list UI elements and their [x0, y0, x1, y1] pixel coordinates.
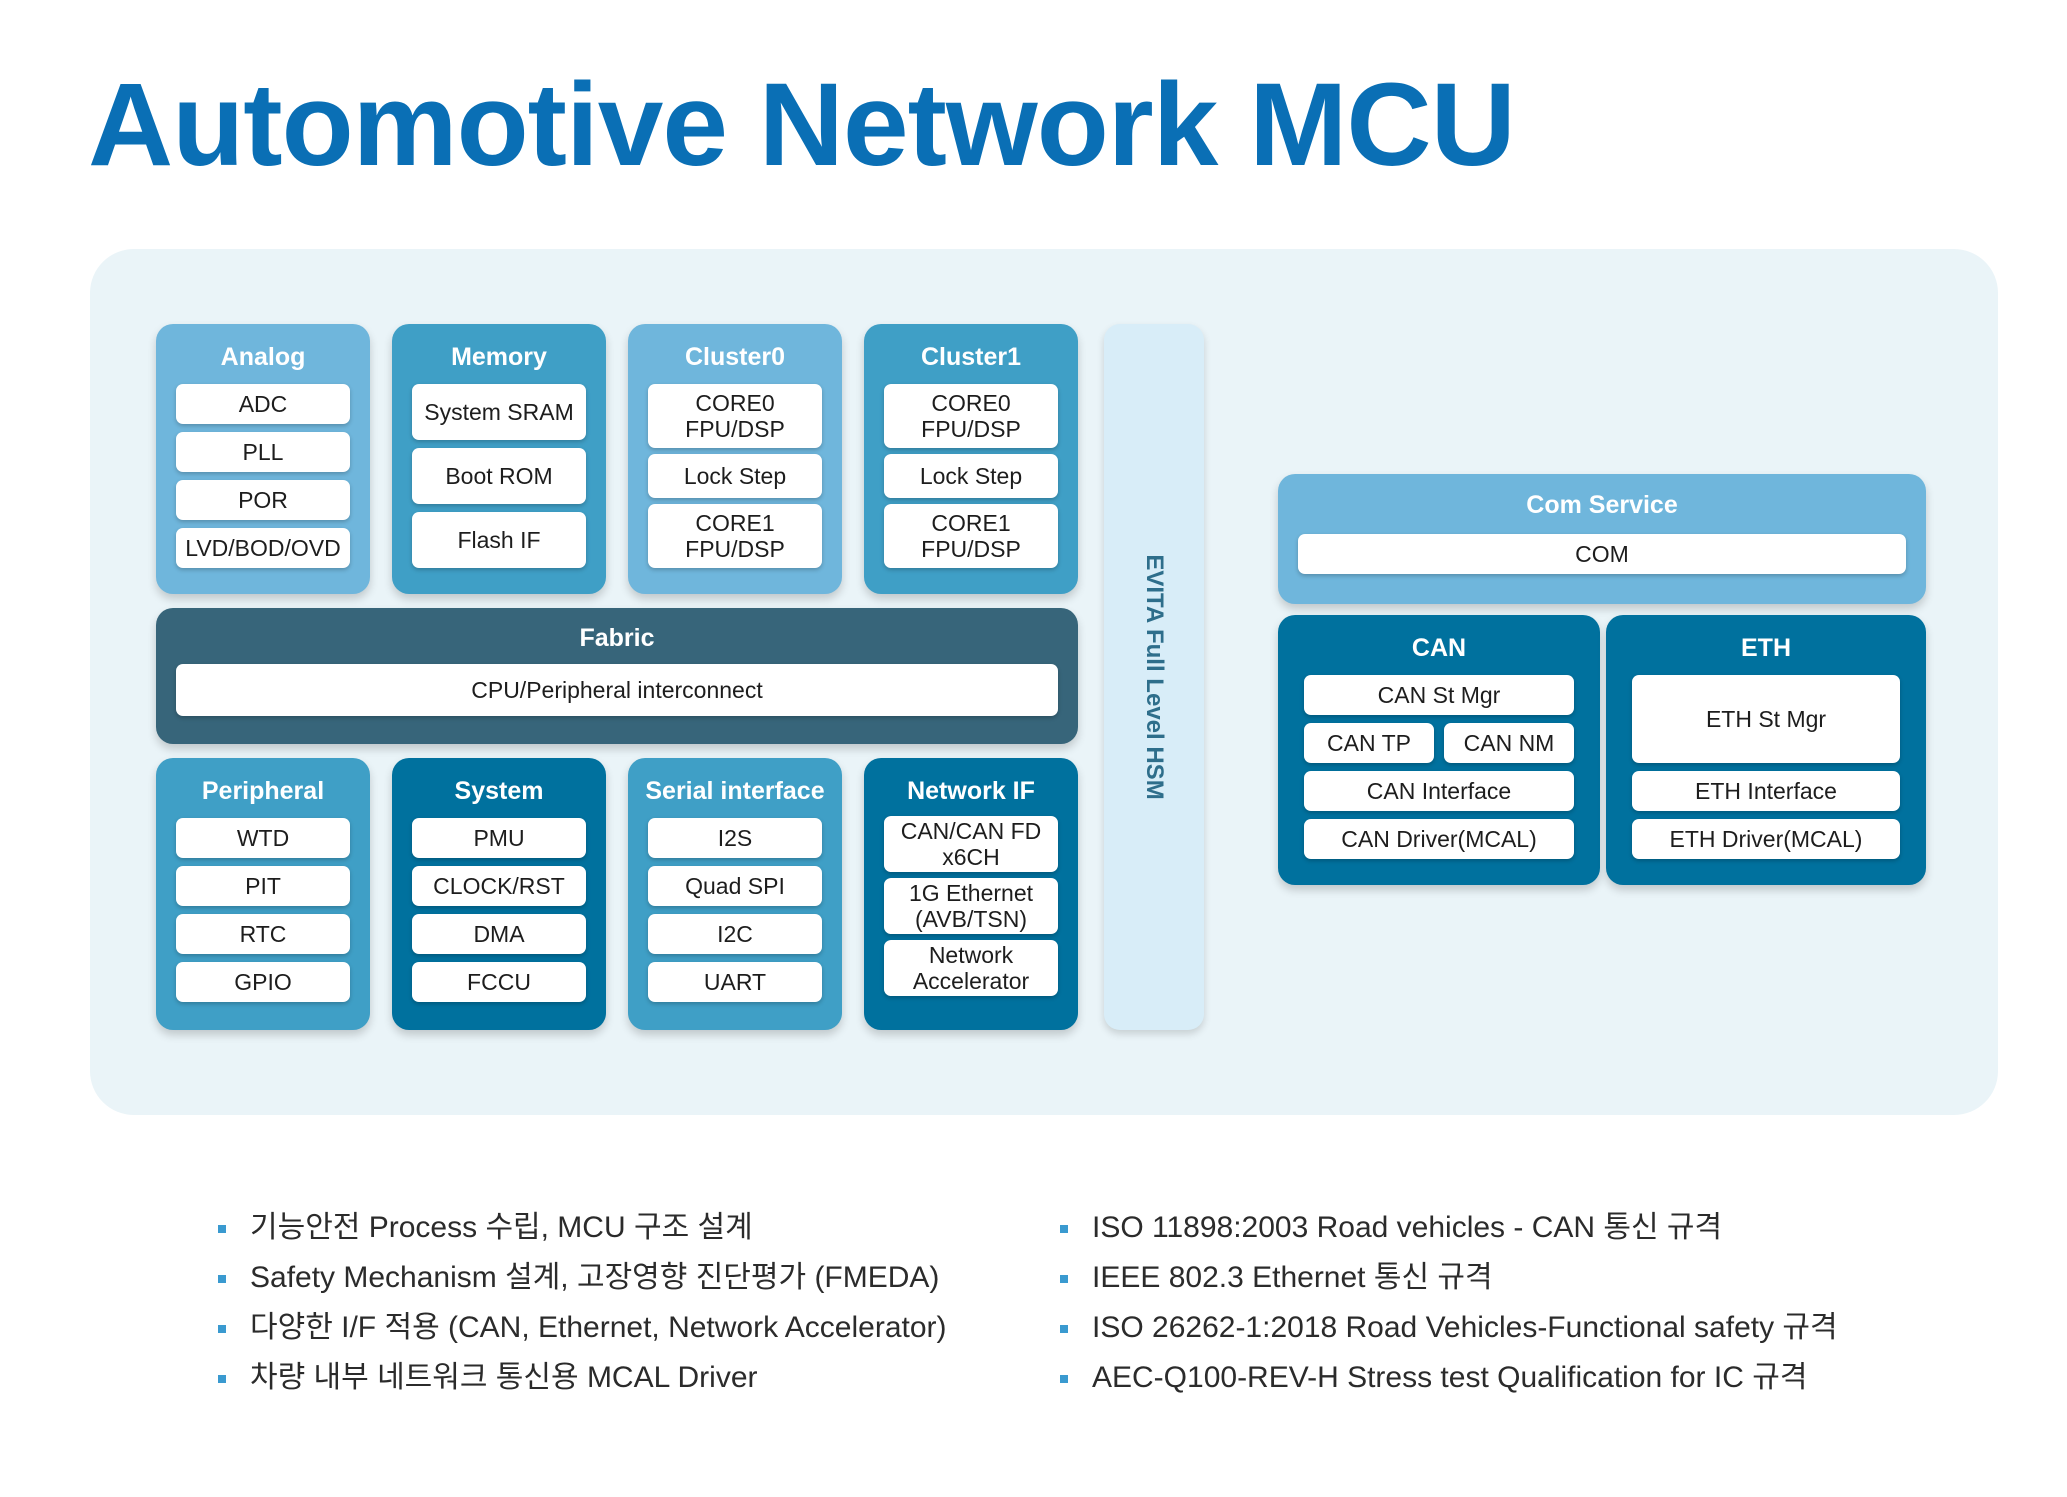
peripheral-block: Peripheral WTD PIT RTC GPIO	[156, 758, 370, 1030]
can-nm-chip: CAN NM	[1444, 723, 1574, 763]
cluster1-lock-step-chip: Lock Step	[884, 454, 1058, 498]
can-driver-mcal-chip: CAN Driver(MCAL)	[1304, 819, 1574, 859]
flash-if-chip: Flash IF	[412, 512, 586, 568]
system-block: System PMU CLOCK/RST DMA FCCU	[392, 758, 606, 1030]
com-chip: COM	[1298, 534, 1906, 574]
analog-title: Analog	[220, 342, 306, 371]
gpio-chip: GPIO	[176, 962, 350, 1002]
wtd-chip: WTD	[176, 818, 350, 858]
rtc-chip: RTC	[176, 914, 350, 954]
eth-st-mgr-chip: ETH St Mgr	[1632, 675, 1900, 763]
bullet-icon	[218, 1325, 226, 1333]
lvd-bod-ovd-chip: LVD/BOD/OVD	[176, 528, 350, 568]
com-service-block: Com Service COM	[1278, 474, 1926, 604]
bullet-icon	[218, 1375, 226, 1383]
pit-chip: PIT	[176, 866, 350, 906]
serial-interface-block: Serial interface I2S Quad SPI I2C UART	[628, 758, 842, 1030]
standards-list-right: ISO 11898:2003 Road vehicles - CAN 통신 규격…	[1060, 1203, 1838, 1403]
uart-chip: UART	[648, 962, 822, 1002]
can-block: CAN CAN St Mgr CAN TP CAN NM CAN Interfa…	[1278, 615, 1600, 885]
cluster1-title: Cluster1	[920, 342, 1022, 371]
bullet-icon	[1060, 1275, 1068, 1283]
eth-driver-mcal-chip: ETH Driver(MCAL)	[1632, 819, 1900, 859]
cluster0-core0-chip: CORE0 FPU/DSP	[648, 384, 822, 448]
network-if-title: Network IF	[907, 776, 1035, 805]
system-sram-chip: System SRAM	[412, 384, 586, 440]
por-chip: POR	[176, 480, 350, 520]
memory-title: Memory	[451, 342, 547, 371]
boot-rom-chip: Boot ROM	[412, 448, 586, 504]
can-tp-chip: CAN TP	[1304, 723, 1434, 763]
can-title: CAN	[1411, 633, 1467, 662]
can-st-mgr-chip: CAN St Mgr	[1304, 675, 1574, 715]
cluster1-core1-chip: CORE1 FPU/DSP	[884, 504, 1058, 568]
cluster1-block: Cluster1 CORE0 FPU/DSP Lock Step CORE1 F…	[864, 324, 1078, 594]
network-accelerator-chip: Network Accelerator	[884, 940, 1058, 996]
cpu-peripheral-interconnect-chip: CPU/Peripheral interconnect	[176, 664, 1058, 716]
com-service-title: Com Service	[1526, 490, 1678, 519]
fccu-chip: FCCU	[412, 962, 586, 1002]
serial-interface-title: Serial interface	[645, 776, 825, 805]
list-item: AEC-Q100-REV-H Stress test Qualification…	[1060, 1353, 1838, 1403]
bullet-icon	[1060, 1225, 1068, 1233]
i2s-chip: I2S	[648, 818, 822, 858]
gigabit-ethernet-chip: 1G Ethernet (AVB/TSN)	[884, 878, 1058, 934]
cluster1-core0-chip: CORE0 FPU/DSP	[884, 384, 1058, 448]
bullet-icon	[1060, 1375, 1068, 1383]
cluster0-title: Cluster0	[684, 342, 786, 371]
eth-interface-chip: ETH Interface	[1632, 771, 1900, 811]
network-if-block: Network IF CAN/CAN FD x6CH 1G Ethernet (…	[864, 758, 1078, 1030]
quad-spi-chip: Quad SPI	[648, 866, 822, 906]
list-item: ISO 26262-1:2018 Road Vehicles-Functiona…	[1060, 1303, 1838, 1353]
peripheral-title: Peripheral	[201, 776, 325, 805]
eth-block: ETH ETH St Mgr ETH Interface ETH Driver(…	[1606, 615, 1926, 885]
list-item: 차량 내부 네트워크 통신용 MCAL Driver	[218, 1353, 947, 1403]
i2c-chip: I2C	[648, 914, 822, 954]
bullet-icon	[218, 1225, 226, 1233]
can-interface-chip: CAN Interface	[1304, 771, 1574, 811]
hsm-label: EVITA Full Level HSM	[1141, 554, 1168, 800]
cluster0-block: Cluster0 CORE0 FPU/DSP Lock Step CORE1 F…	[628, 324, 842, 594]
dma-chip: DMA	[412, 914, 586, 954]
list-item: 다양한 I/F 적용 (CAN, Ethernet, Network Accel…	[218, 1303, 947, 1353]
list-item-text: ISO 11898:2003 Road vehicles - CAN 통신 규격	[1092, 1211, 1723, 1244]
cluster0-lock-step-chip: Lock Step	[648, 454, 822, 498]
list-item-text: 기능안전 Process 수립, MCU 구조 설계	[250, 1211, 753, 1244]
list-item-text: AEC-Q100-REV-H Stress test Qualification…	[1092, 1361, 1808, 1394]
list-item-text: ISO 26262-1:2018 Road Vehicles-Functiona…	[1092, 1311, 1838, 1344]
eth-title: ETH	[1741, 633, 1791, 662]
can-fd-chip: CAN/CAN FD x6CH	[884, 816, 1058, 872]
hsm-block: EVITA Full Level HSM	[1104, 324, 1204, 1030]
pmu-chip: PMU	[412, 818, 586, 858]
analog-block: Analog ADC PLL POR LVD/BOD/OVD	[156, 324, 370, 594]
system-title: System	[454, 776, 544, 805]
page-title: Automotive Network MCU	[88, 59, 1516, 191]
fabric-title: Fabric	[579, 623, 655, 652]
memory-block: Memory System SRAM Boot ROM Flash IF	[392, 324, 606, 594]
clock-rst-chip: CLOCK/RST	[412, 866, 586, 906]
list-item-text: 차량 내부 네트워크 통신용 MCAL Driver	[250, 1361, 758, 1394]
list-item-text: Safety Mechanism 설계, 고장영향 진단평가 (FMEDA)	[250, 1261, 940, 1294]
pll-chip: PLL	[176, 432, 350, 472]
list-item: Safety Mechanism 설계, 고장영향 진단평가 (FMEDA)	[218, 1253, 947, 1303]
bullet-icon	[218, 1275, 226, 1283]
fabric-block: Fabric CPU/Peripheral interconnect	[156, 608, 1078, 744]
list-item: 기능안전 Process 수립, MCU 구조 설계	[218, 1203, 947, 1253]
list-item: IEEE 802.3 Ethernet 통신 규격	[1060, 1253, 1838, 1303]
adc-chip: ADC	[176, 384, 350, 424]
bullet-icon	[1060, 1325, 1068, 1333]
list-item-text: IEEE 802.3 Ethernet 통신 규격	[1092, 1261, 1493, 1294]
list-item-text: 다양한 I/F 적용 (CAN, Ethernet, Network Accel…	[250, 1311, 947, 1344]
cluster0-core1-chip: CORE1 FPU/DSP	[648, 504, 822, 568]
list-item: ISO 11898:2003 Road vehicles - CAN 통신 규격	[1060, 1203, 1838, 1253]
feature-list-left: 기능안전 Process 수립, MCU 구조 설계 Safety Mechan…	[218, 1203, 947, 1403]
